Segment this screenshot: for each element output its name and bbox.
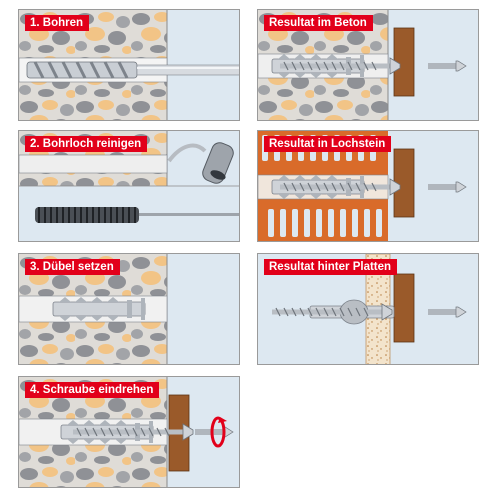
rotation-arrow-icon <box>210 416 227 448</box>
result-concrete-panel: Resultat im Beton <box>257 9 479 121</box>
cleaning-brush-icon <box>35 207 239 223</box>
step-3-dowel-panel: 3. Dübel setzen <box>18 253 240 365</box>
blow-pump-icon <box>167 142 234 184</box>
drill-bit-icon <box>26 61 239 79</box>
result-brick-panel: Resultat in Lochstein <box>257 130 479 242</box>
step-4-screw-panel: 4. Schraube eindrehen <box>18 376 240 488</box>
result-brick-label: Resultat in Lochstein <box>264 136 392 152</box>
drill-bit-icon <box>194 426 234 438</box>
drill-bit-icon <box>427 60 467 72</box>
result-board-label: Resultat hinter Platten <box>264 259 398 275</box>
result-board-panel: Resultat hinter Platten <box>257 253 479 365</box>
result-concrete-label: Resultat im Beton <box>264 15 373 31</box>
dowel-icon <box>52 296 146 322</box>
step-2-cleaning-panel: 2. Bohrloch reinigen <box>18 130 240 242</box>
step-3-label: 3. Dübel setzen <box>25 259 120 275</box>
step-2-label: 2. Bohrloch reinigen <box>25 136 148 152</box>
drilling-illustration <box>19 10 239 120</box>
step-1-drilling-panel: 1. Bohren <box>18 9 240 121</box>
drill-bit-icon <box>427 306 467 318</box>
step-4-label: 4. Schraube eindrehen <box>25 382 160 398</box>
drill-bit-icon <box>427 181 467 193</box>
step-1-label: 1. Bohren <box>25 15 90 31</box>
